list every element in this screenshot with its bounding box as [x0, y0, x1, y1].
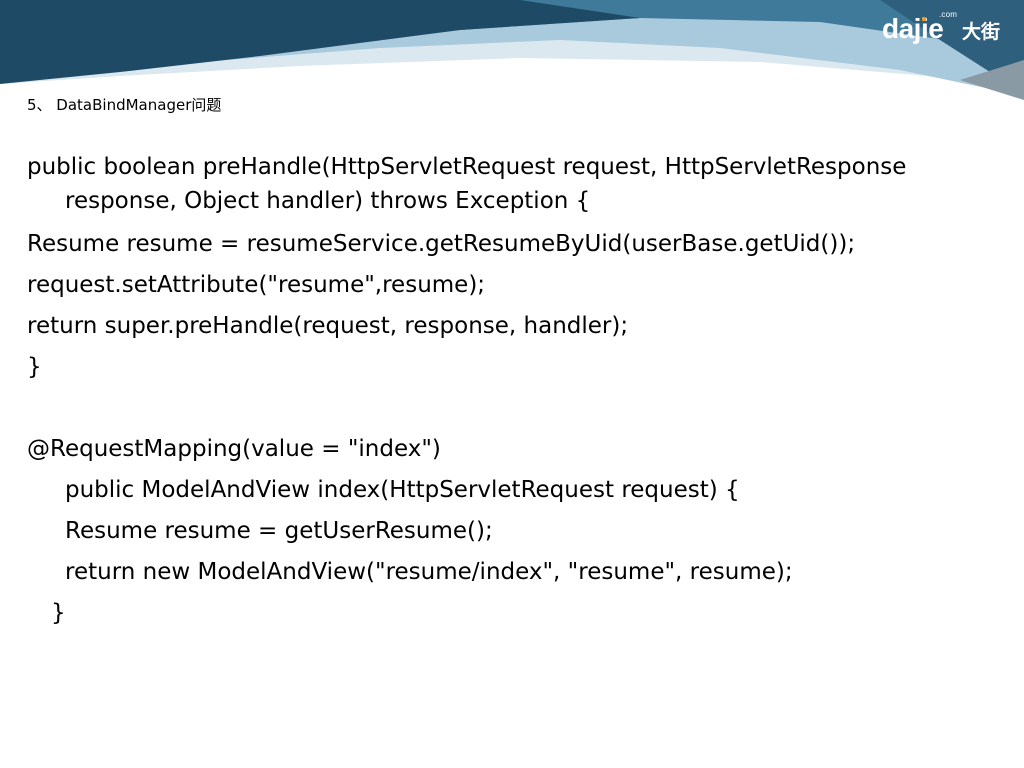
code-line: Resume resume = resumeService.getResumeB…	[27, 231, 856, 257]
logo-wordmark: dajie	[882, 13, 944, 44]
code-line: }	[51, 600, 66, 626]
code-line: return new ModelAndView("resume/index", …	[65, 559, 793, 585]
code-line: public ModelAndView index(HttpServletReq…	[65, 477, 740, 503]
code-line: public boolean preHandle(HttpServletRequ…	[27, 154, 907, 180]
code-line: @RequestMapping(value = "index")	[27, 436, 441, 462]
banner-right-accent	[880, 0, 1024, 100]
code-line: Resume resume = getUserResume();	[65, 518, 493, 544]
code-line: response, Object handler) throws Excepti…	[65, 188, 591, 214]
banner-dark-band	[0, 0, 640, 84]
header-banner	[0, 0, 1024, 100]
banner-right-grey	[960, 60, 1024, 100]
logo-chinese: 大街	[962, 21, 1001, 43]
logo-accent-dot	[922, 17, 926, 21]
code-line: }	[27, 354, 42, 380]
section-title: 5、 DataBindManager问题	[27, 96, 222, 114]
code-line: return super.preHandle(request, response…	[27, 313, 629, 339]
dajie-logo: .com dajie 大街	[882, 10, 1014, 50]
logo-dotcom: .com	[939, 10, 958, 19]
code-line: request.setAttribute("resume",resume);	[27, 272, 486, 298]
